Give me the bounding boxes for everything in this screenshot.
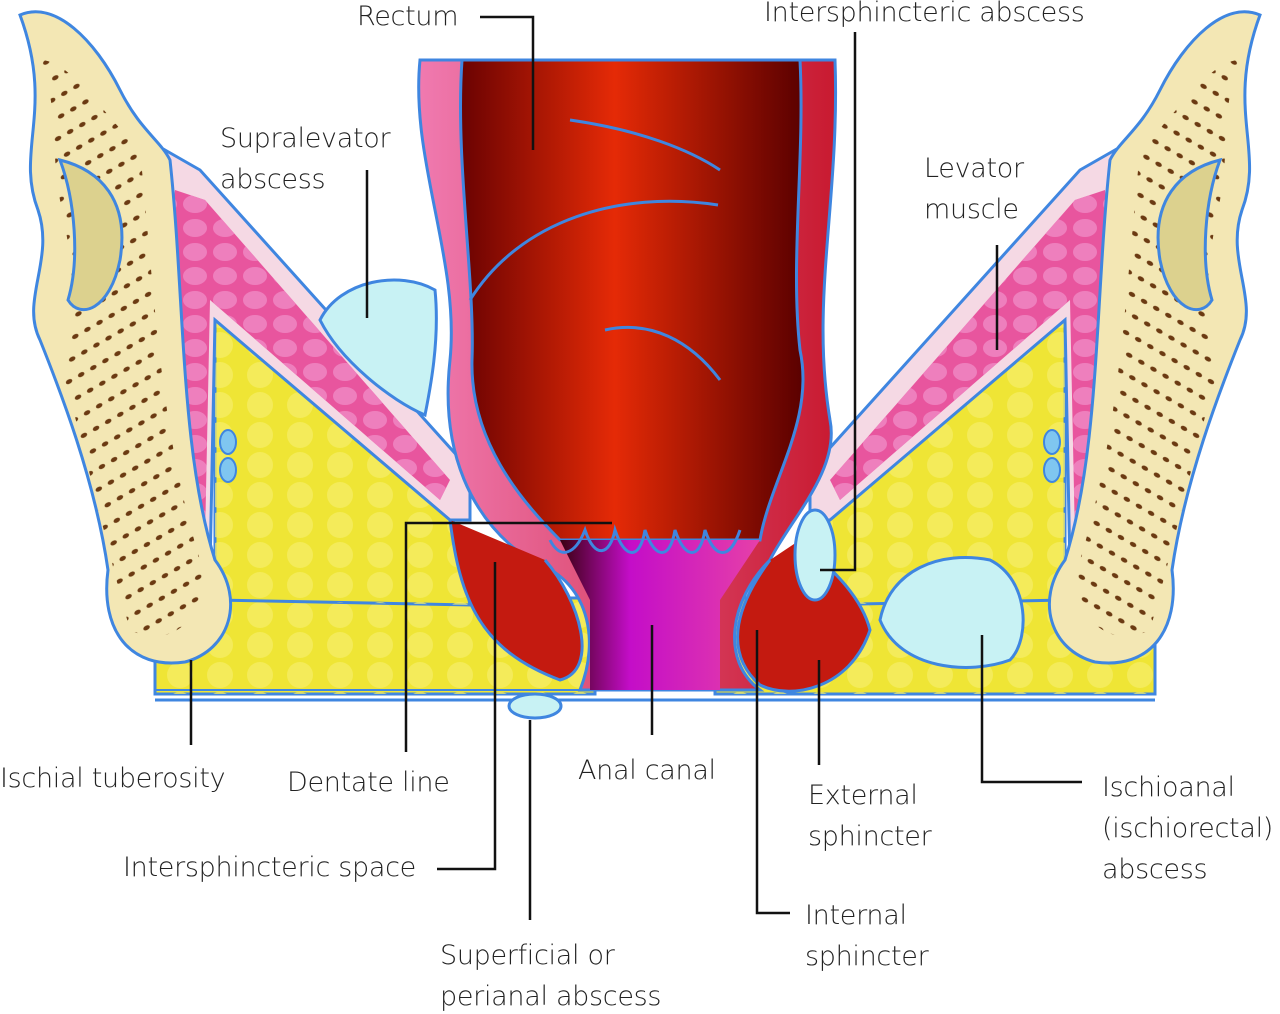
label-line: Supralevator bbox=[220, 123, 391, 154]
label-line: Levator bbox=[924, 153, 1024, 184]
label-line: External bbox=[808, 780, 918, 811]
label-line: muscle bbox=[924, 194, 1019, 225]
label-ischial-tuberosity: Ischial tuberosity bbox=[0, 763, 226, 794]
label-external-sphincter: External sphincter bbox=[808, 775, 932, 857]
anal-canal bbox=[560, 540, 760, 690]
label-line: abscess bbox=[220, 164, 326, 195]
label-supralevator-abscess: Supralevator abscess bbox=[220, 118, 391, 200]
label-line: (ischiorectal) bbox=[1102, 813, 1274, 844]
intersphincteric-abscess-shape bbox=[793, 508, 837, 602]
pelvic-wall-right bbox=[808, 10, 1262, 665]
dentate-line-valves bbox=[548, 524, 742, 554]
label-rectum: Rectum bbox=[357, 1, 459, 32]
label-ischioanal-abscess: Ischioanal (ischiorectal) abscess bbox=[1102, 767, 1273, 890]
label-dentate-line: Dentate line bbox=[287, 767, 450, 798]
leader-lines bbox=[189, 15, 1082, 920]
label-perianal-abscess: Superficial or perianal abscess bbox=[440, 935, 661, 1014]
label-line: Superficial or bbox=[440, 940, 615, 971]
ischioanal-abscess-shape bbox=[878, 556, 1025, 669]
label-line: sphincter bbox=[808, 821, 932, 852]
perianal-abscess-shape bbox=[507, 692, 563, 720]
label-anal-canal: Anal canal bbox=[578, 755, 716, 786]
label-intersphincteric-space: Intersphincteric space bbox=[123, 852, 416, 883]
label-line: Ischioanal bbox=[1102, 772, 1235, 803]
label-internal-sphincter: Internal sphincter bbox=[805, 895, 929, 977]
label-line: Internal bbox=[805, 900, 907, 931]
label-intersphincteric-abscess: Intersphincteric abscess bbox=[764, 0, 1085, 28]
label-line: abscess bbox=[1102, 854, 1208, 885]
supralevator-abscess-shape bbox=[318, 278, 438, 418]
rectum bbox=[417, 58, 872, 693]
label-line: perianal abscess bbox=[440, 981, 662, 1012]
label-levator-muscle: Levator muscle bbox=[924, 148, 1024, 230]
label-line: sphincter bbox=[805, 941, 929, 972]
